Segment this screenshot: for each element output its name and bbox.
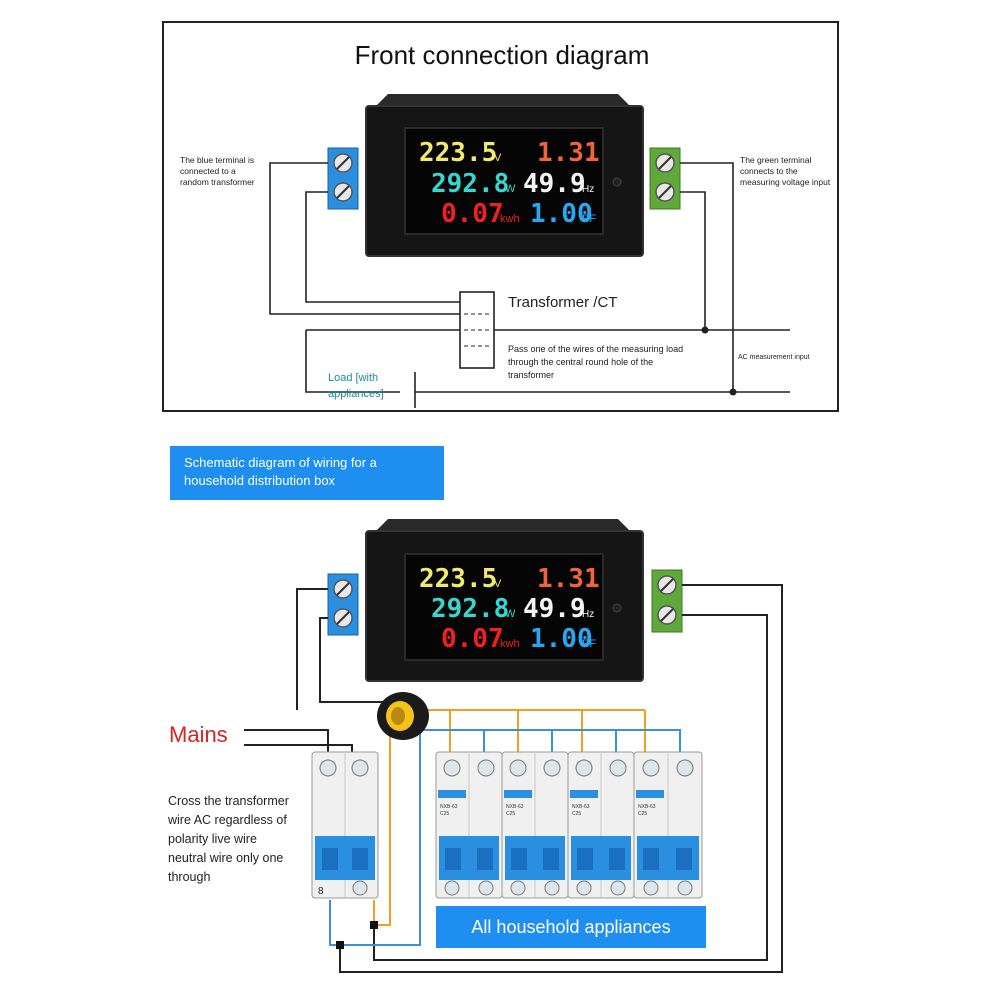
page-title: Front connection diagram bbox=[354, 40, 650, 70]
bottom-voltage-value: 223.5 bbox=[419, 564, 497, 594]
top-pf-unit: PF bbox=[582, 213, 596, 225]
breaker-rating: C25 bbox=[506, 811, 515, 817]
appliances-banner: All household appliances bbox=[436, 906, 706, 948]
top-voltage-value: 223.5 bbox=[419, 138, 497, 168]
main-breaker: 8 bbox=[311, 751, 379, 899]
pass-wire-note: Pass one of the wires of the measuring l… bbox=[508, 344, 684, 380]
green-terminal-bottom bbox=[651, 569, 683, 633]
breaker-pair-2: NXB-63 C25 bbox=[501, 751, 569, 899]
transformer-label: Transformer /CT bbox=[508, 294, 618, 311]
breaker-model: NXB-63 bbox=[572, 804, 590, 810]
breaker-number: 8 bbox=[318, 886, 324, 897]
front-diagram-frame bbox=[162, 21, 839, 412]
breaker-pair-3: NXB-63 C25 bbox=[567, 751, 635, 899]
junction-dot bbox=[701, 326, 709, 334]
green-terminal-top bbox=[649, 147, 681, 210]
bottom-energy-unit: kwh bbox=[500, 638, 520, 650]
bottom-power-value: 292.8 bbox=[431, 594, 509, 624]
cross-transformer-note: Cross the transformer wire AC regardless… bbox=[168, 794, 289, 884]
top-frequency-unit: Hz bbox=[582, 184, 594, 195]
blue-terminal-top bbox=[327, 147, 359, 210]
breaker-model: NXB-63 bbox=[440, 804, 458, 810]
ct-ring-bottom bbox=[377, 692, 429, 740]
top-current-unit: A bbox=[588, 152, 596, 164]
top-wiring bbox=[269, 162, 790, 408]
bottom-pf-value: 1.00 bbox=[530, 624, 593, 654]
bottom-frequency-unit: Hz bbox=[582, 609, 594, 620]
top-energy-unit: kwh bbox=[500, 213, 520, 225]
transformer-ct-top bbox=[459, 291, 495, 369]
bottom-voltage-unit: V bbox=[494, 578, 502, 590]
blue-terminal-note: The blue terminal is connected to a rand… bbox=[180, 155, 255, 187]
bottom-current-unit: A bbox=[588, 578, 596, 590]
top-power-unit: W bbox=[505, 183, 516, 195]
blue-terminal-bottom bbox=[327, 573, 359, 636]
breaker-rating: C25 bbox=[638, 811, 647, 817]
ac-input-label: AC measurement input bbox=[738, 354, 810, 361]
mains-label: Mains bbox=[169, 722, 228, 747]
bottom-pf-unit: PF bbox=[582, 638, 596, 650]
bottom-power-unit: W bbox=[505, 608, 516, 620]
top-energy-value: 0.07 bbox=[441, 199, 504, 229]
bottom-current-value: 1.31 bbox=[537, 564, 600, 594]
breaker-rating: C25 bbox=[440, 811, 449, 817]
top-meter: 223.5 V 1.31 A 292.8 W 49.9 Hz 0.07 kwh … bbox=[327, 94, 681, 257]
load-label: Load [with appliances] bbox=[328, 372, 384, 400]
schematic-banner: Schematic diagram of wiring for a househ… bbox=[170, 446, 444, 500]
bottom-meter: 223.5 V 1.31 A 292.8 W 49.9 Hz 0.07 kwh … bbox=[327, 519, 683, 682]
breaker-pair-4: NXB-63 C25 bbox=[633, 751, 703, 899]
junction-dot bbox=[729, 388, 737, 396]
top-current-value: 1.31 bbox=[537, 138, 600, 168]
junction-node bbox=[370, 921, 378, 929]
top-voltage-unit: V bbox=[494, 152, 502, 164]
bottom-energy-value: 0.07 bbox=[441, 624, 504, 654]
breaker-pair-1: NXB-63 C25 bbox=[435, 751, 503, 899]
breaker-rating: C25 bbox=[572, 811, 581, 817]
top-frequency-value: 49.9 bbox=[523, 169, 586, 199]
top-power-value: 292.8 bbox=[431, 169, 509, 199]
bottom-frequency-value: 49.9 bbox=[523, 594, 586, 624]
junction-node bbox=[336, 941, 344, 949]
breaker-model: NXB-63 bbox=[638, 804, 656, 810]
branch-breakers: NXB-63 C25 NXB-63 C25 bbox=[435, 751, 703, 899]
breaker-model: NXB-63 bbox=[506, 804, 524, 810]
bottom-wiring bbox=[244, 584, 783, 973]
top-pf-value: 1.00 bbox=[530, 199, 593, 229]
green-terminal-note: The green terminal connects to the measu… bbox=[740, 155, 831, 187]
